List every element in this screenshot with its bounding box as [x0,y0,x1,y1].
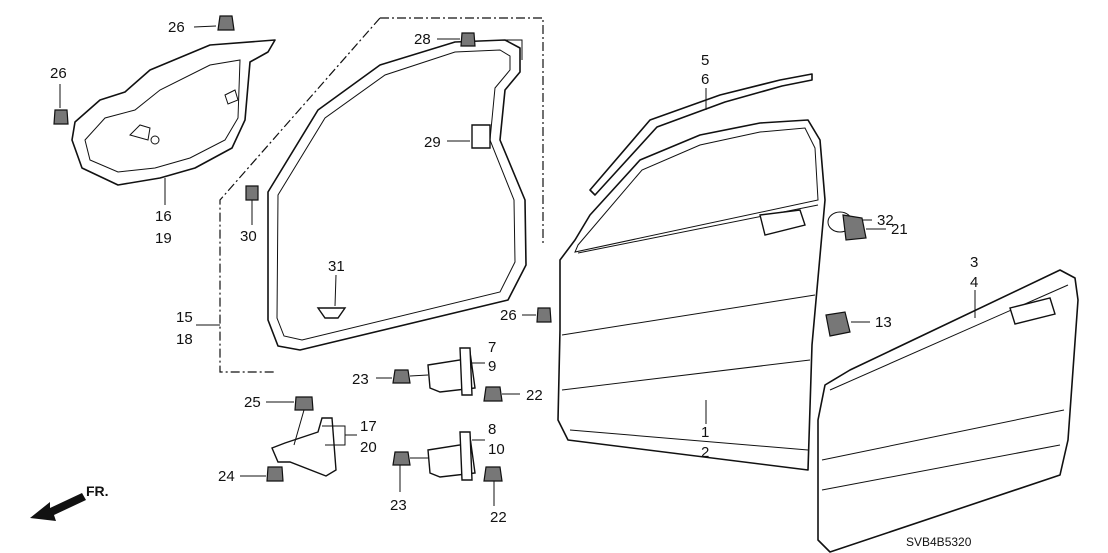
callout-6: 6 [701,71,709,88]
door-insulator [71,39,276,186]
bolt-25 [266,396,314,446]
callout-16: 16 [155,208,172,225]
bolt-24 [240,466,284,482]
callout-32: 32 [877,212,894,229]
callout-18: 18 [176,331,193,348]
callout-15: 15 [176,309,193,326]
bolt-23-upper [376,369,429,384]
clip-30 [245,185,259,225]
callout-9: 9 [488,358,496,375]
upper-hinge [427,347,485,396]
fastener-28 [437,32,476,47]
callout-8: 8 [488,421,496,438]
callout-31: 31 [328,258,345,275]
callout-7: 7 [488,339,496,356]
callout-19: 19 [155,230,172,247]
callout-17: 17 [360,418,377,435]
clip-26-left [53,109,69,125]
callout-29: 29 [424,134,441,151]
clip-29 [447,124,491,149]
weatherstrip-group-boundary [219,17,544,373]
callout-22-upper: 22 [526,387,543,404]
callout-5: 5 [701,52,709,69]
lower-hinge [427,431,485,481]
front-direction-label: FR. [86,483,109,499]
door-molding [589,73,813,196]
opening-weatherstrip [267,39,527,351]
bolt-22-lower [483,466,503,506]
callout-13: 13 [875,314,892,331]
callout-20: 20 [360,439,377,456]
plug-13 [825,311,870,337]
door-checker [271,417,357,477]
callout-22-lower: 22 [490,509,507,526]
callout-4: 4 [970,274,978,291]
callout-3: 3 [970,254,978,271]
bolt-22-upper [483,386,520,402]
callout-24: 24 [218,468,235,485]
front-door [557,119,826,471]
callout-26-door: 26 [500,307,517,324]
callout-23-lower: 23 [390,497,407,514]
callout-1: 1 [701,424,709,441]
callout-28: 28 [414,31,431,48]
callout-26-top: 26 [168,19,185,36]
clip-31 [316,274,347,319]
callout-30: 30 [240,228,257,245]
callout-21: 21 [891,221,908,238]
callout-10: 10 [488,441,505,458]
callout-26-left: 26 [50,65,67,82]
clip-26-top [193,15,235,31]
bolt-23-lower [392,451,428,492]
clip-26-door [522,307,552,323]
diagram-code: SVB4B5320 [906,535,972,549]
callout-labels: 26 26 16 19 28 29 30 31 15 18 5 6 32 21 … [50,19,978,526]
plug-21 [842,214,886,241]
callout-25: 25 [244,394,261,411]
front-direction-arrow: FR. [30,483,109,521]
callout-2: 2 [701,444,709,461]
door-skin [817,269,1079,553]
callout-23-upper: 23 [352,371,369,388]
